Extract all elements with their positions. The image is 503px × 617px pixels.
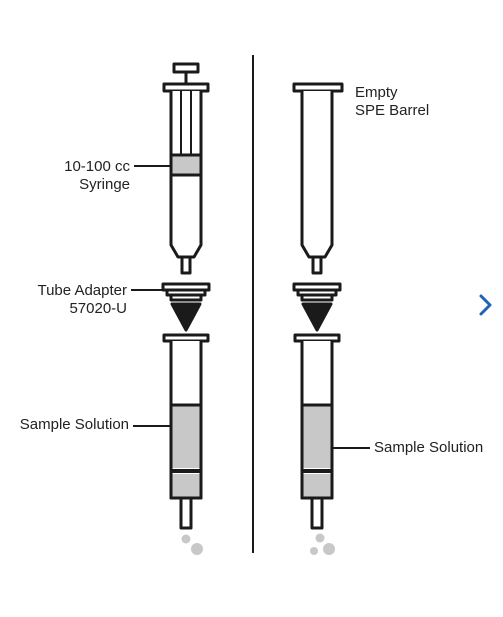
spe-tube-right [293, 333, 341, 530]
sample-solution-left-label: Sample Solution [19, 416, 129, 433]
chevron-right-icon [479, 294, 492, 316]
syringe-label-line2: Syringe [79, 176, 130, 193]
droplets-left [181, 534, 203, 555]
tube-adapter-left [161, 282, 211, 332]
droplets-right [310, 533, 335, 555]
next-button[interactable] [472, 290, 500, 320]
tube-adapter-label: Tube Adapter 57020-U [0, 282, 127, 318]
tube-adapter-label-line2: 57020-U [69, 300, 127, 317]
tube-adapter-label-line1: Tube Adapter [37, 282, 127, 299]
spe-barrel-label: Empty SPE Barrel [355, 84, 429, 120]
sample-solution-right-label: Sample Solution [374, 439, 484, 456]
spe-barrel-label-line1: Empty [355, 84, 398, 101]
spe-tube-left [162, 333, 210, 530]
syringe-label-line1: 10-100 cc [64, 158, 130, 175]
spe-barrel-label-line2: SPE Barrel [355, 102, 430, 119]
syringe [162, 62, 210, 275]
tube-adapter-right [292, 282, 342, 332]
spe-barrel [292, 82, 344, 275]
syringe-label: 10-100 cc Syringe [30, 158, 130, 194]
